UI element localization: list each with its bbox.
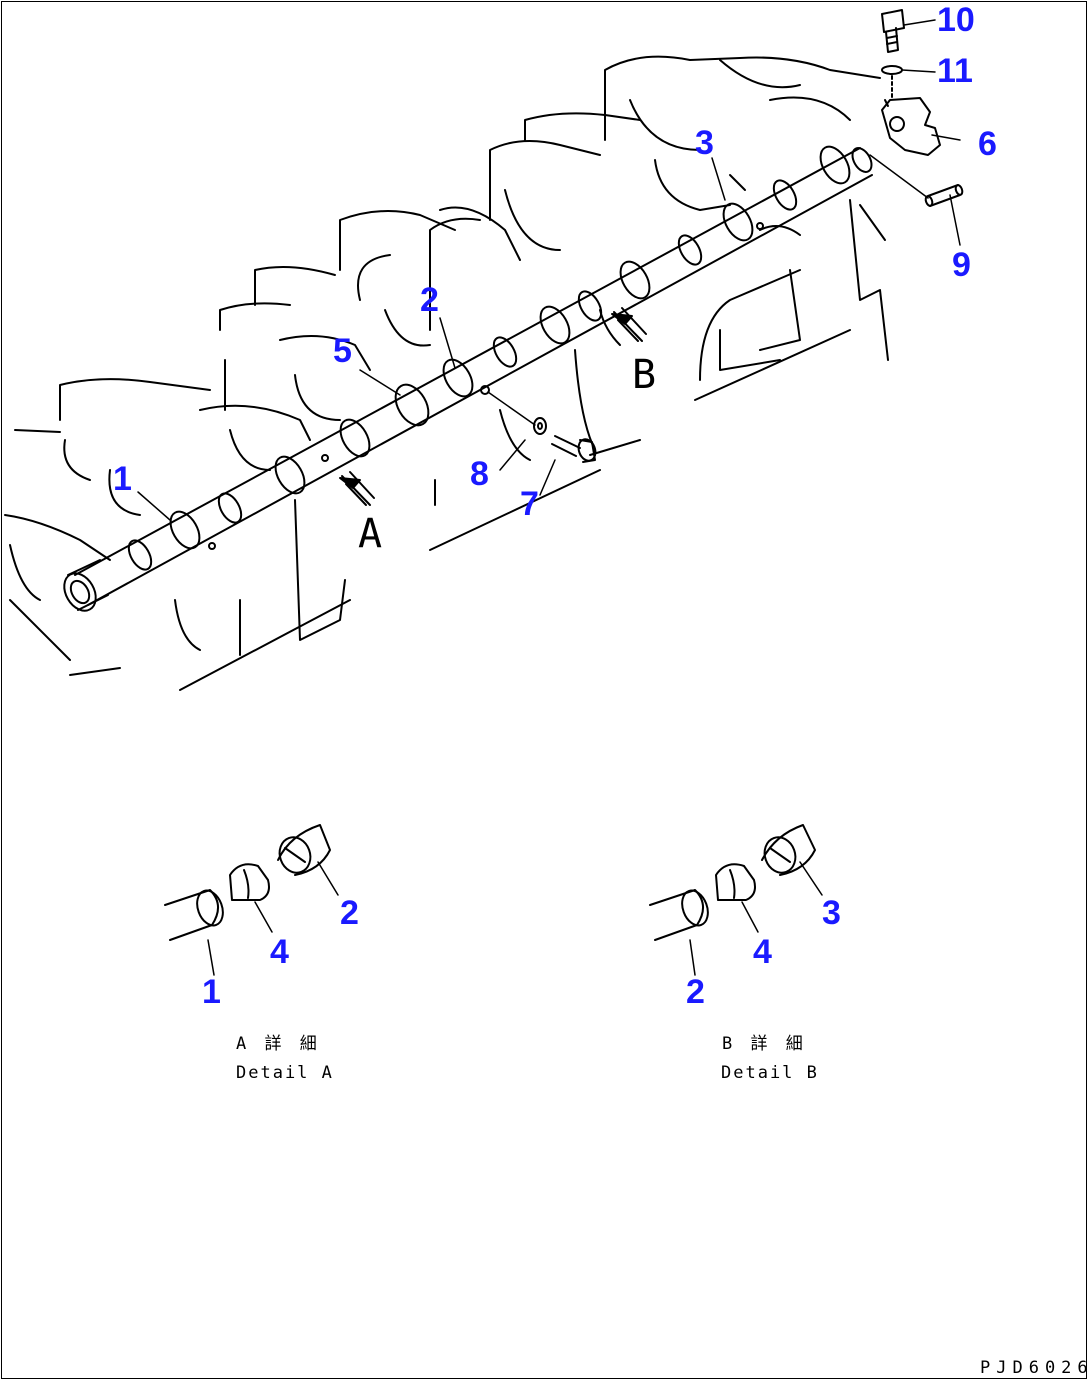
bolt-10 [881, 9, 905, 53]
bolt-7 [551, 435, 597, 463]
leader-lines [137, 19, 961, 521]
document-number: PJD6026 [980, 1358, 1090, 1378]
callout-6: 6 [978, 125, 997, 163]
view-arrow-b [611, 307, 647, 342]
view-letter-b: B [632, 352, 657, 398]
detail-b-callout-bearing: 4 [753, 933, 772, 971]
detail-b-caption-jp: B 詳 細 [722, 1034, 807, 1054]
callout-8: 8 [470, 455, 489, 493]
detail-a-drawing [164, 824, 339, 976]
detail-b-caption-en: Detail B [721, 1063, 819, 1083]
camshaft [63, 145, 873, 612]
washer-11 [881, 65, 903, 75]
detail-a-callout-camshaft: 2 [340, 894, 359, 932]
view-letter-a: A [358, 511, 383, 557]
thrust-plate [881, 97, 941, 156]
detail-b-callout-camshaft: 3 [822, 894, 841, 932]
detail-a-callout-shaft: 1 [202, 973, 221, 1011]
detail-b-drawing [649, 824, 823, 976]
detail-b-callout-shaft: 2 [686, 973, 705, 1011]
callout-1: 1 [113, 460, 132, 498]
callout-10: 10 [937, 1, 975, 39]
pin [924, 184, 964, 207]
detail-a-callout-bearing: 4 [270, 933, 289, 971]
view-arrow-a [339, 471, 375, 506]
camshaft-lobes [127, 145, 851, 571]
engine-block-outline [4, 55, 889, 691]
callout-11: 11 [937, 52, 973, 90]
detail-a-caption-en: Detail A [236, 1063, 334, 1083]
callout-2: 2 [420, 281, 439, 319]
callout-5: 5 [333, 332, 352, 370]
callout-9: 9 [952, 246, 971, 284]
washer-8 [480, 385, 547, 435]
detail-a-caption-jp: A 詳 細 [236, 1034, 321, 1054]
callout-3: 3 [695, 124, 714, 162]
callout-7: 7 [520, 485, 539, 523]
